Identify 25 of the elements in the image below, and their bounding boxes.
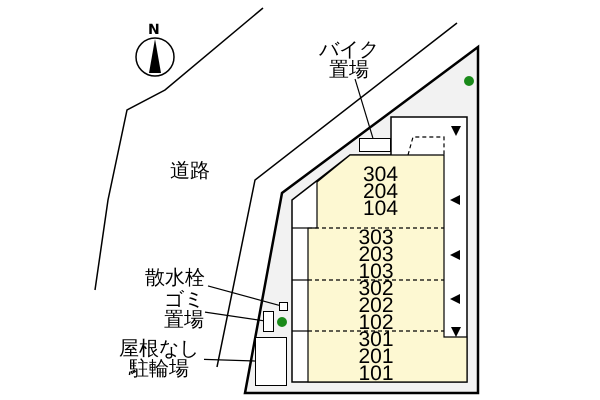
room-number: 301	[358, 331, 394, 348]
north-label: N	[148, 22, 160, 38]
callout-label: ゴミ置場	[163, 289, 205, 329]
facility-box	[263, 311, 274, 332]
leader-line	[204, 312, 264, 322]
room-number: 104	[362, 200, 398, 217]
room-number: 101	[358, 365, 394, 382]
room-number: 304	[362, 166, 398, 183]
room-number: 204	[362, 183, 398, 200]
road-label: 道路	[170, 157, 210, 184]
leader-line	[204, 358, 256, 362]
room-number: 302	[358, 280, 394, 297]
facility-box	[255, 337, 287, 386]
room-number: 203	[358, 246, 394, 262]
facility-box	[359, 138, 391, 152]
callout-label: 屋根なし駐輪場	[114, 338, 204, 378]
room-number: 202	[358, 297, 394, 314]
leader-line	[208, 285, 280, 306]
room-number: 201	[358, 348, 394, 365]
room-number: 303	[358, 228, 394, 246]
callout-label: バイク置場	[316, 39, 382, 79]
room-number: 103	[358, 262, 394, 280]
room-number: 102	[358, 314, 394, 331]
facility-box	[279, 302, 288, 311]
callout-label: 散水栓	[142, 267, 208, 287]
